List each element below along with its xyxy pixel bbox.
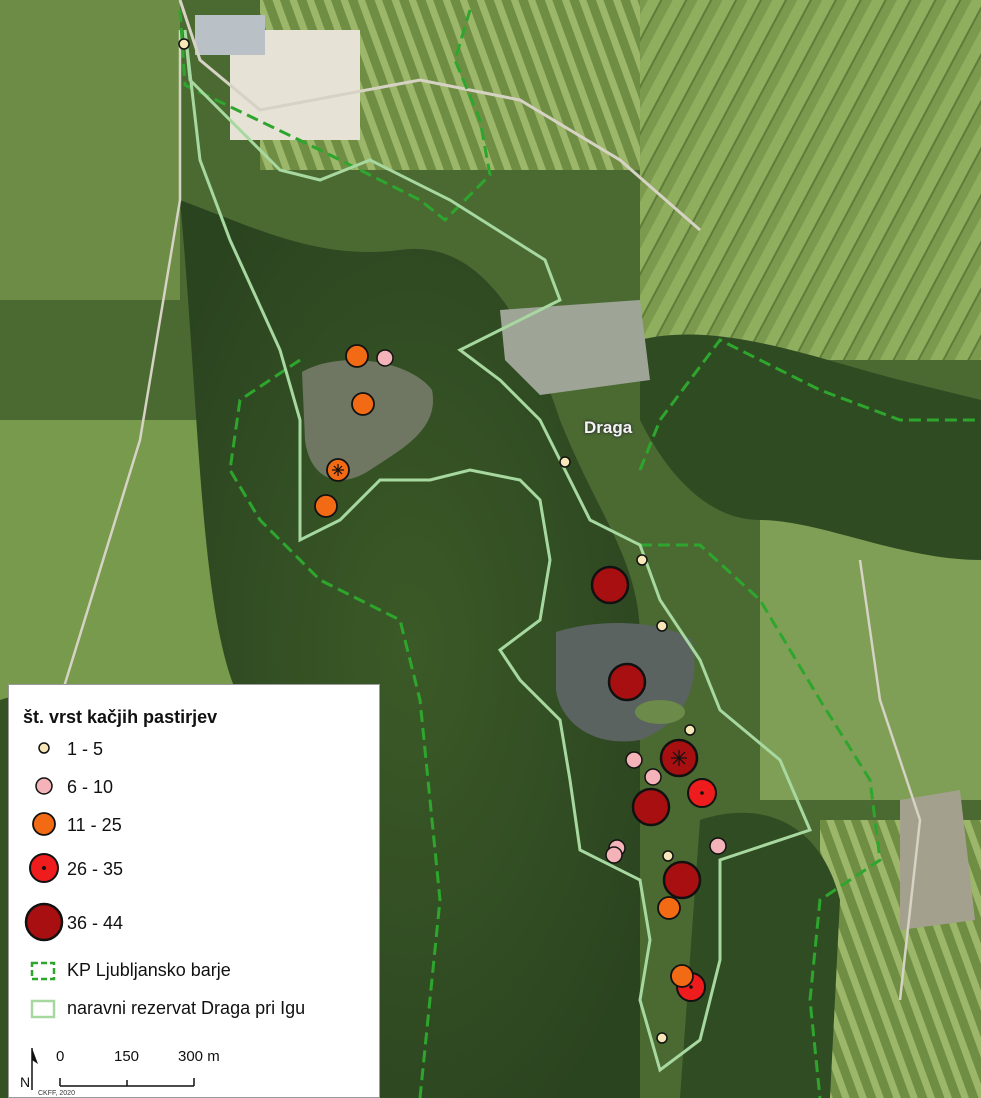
- point-1-5[interactable]: [636, 554, 648, 566]
- survey-points: [178, 38, 727, 1044]
- legend-item-class-1: 1 - 5: [9, 729, 379, 769]
- meadow-nw: [0, 0, 180, 300]
- point-11-25[interactable]: [670, 964, 694, 988]
- point-1-5[interactable]: [662, 850, 674, 862]
- pond-vegetation: [635, 700, 685, 724]
- legend-label-class-1: 1 - 5: [67, 739, 104, 759]
- north-label: N: [20, 1074, 31, 1090]
- point-1-5[interactable]: [656, 1032, 668, 1044]
- legend-label-park: KP Ljubljansko barje: [67, 960, 231, 980]
- scale-bar: N 0 150 300 m CKFF, 2020: [8, 1044, 308, 1098]
- place-label-draga: Draga: [584, 418, 633, 437]
- point-36-44[interactable]: [607, 662, 647, 702]
- center-dot-icon: [700, 791, 704, 795]
- forest-east: [640, 334, 981, 560]
- legend-symbol-class-3-icon: [32, 812, 56, 836]
- legend-item-class-4: 26 - 35: [9, 847, 379, 887]
- scale-label-150: 150: [114, 1048, 140, 1065]
- legend-item-class-5: 36 - 44: [9, 899, 379, 942]
- point-36-44[interactable]: [631, 787, 671, 827]
- reserve-boundary: [183, 29, 813, 1073]
- legend-label-class-4: 26 - 35: [67, 859, 124, 879]
- legend-symbol-class-4-icon: [29, 853, 59, 883]
- pond-north: [302, 360, 434, 480]
- point-11-25[interactable]: [345, 344, 369, 368]
- legend-label-class-2: 6 - 10: [67, 777, 114, 797]
- legend-symbol-class-2-icon: [35, 777, 53, 795]
- legend-label-class-3: 11 - 25: [67, 815, 122, 835]
- point-11-25[interactable]: [314, 494, 338, 518]
- scale-bar-graphic: [31, 1048, 195, 1090]
- legend-item-reserve: naravni rezervat Draga pri Igu: [9, 995, 379, 1035]
- point-1-5[interactable]: [178, 38, 190, 50]
- park-boundary-north: [178, 9, 492, 223]
- legend-symbol-class-1-icon: [38, 742, 50, 754]
- village-draga: [500, 300, 650, 395]
- map-credit: CKFF, 2020: [38, 1090, 75, 1097]
- point-1-5[interactable]: [656, 620, 668, 632]
- forest-south: [680, 812, 840, 1098]
- point-11-25[interactable]: [351, 392, 375, 416]
- point-6-10[interactable]: [709, 837, 727, 855]
- park-boundary-northeast: [638, 338, 981, 471]
- scale-label-0: 0: [56, 1048, 65, 1065]
- legend-label-reserve: naravni rezervat Draga pri Igu: [67, 998, 306, 1018]
- park-boundary-west: [228, 358, 442, 1098]
- point-11-25[interactable]: [657, 896, 681, 920]
- legend-item-class-3: 11 - 25: [9, 805, 379, 845]
- park-boundary-east: [640, 543, 882, 1098]
- north-arrow-icon: [31, 1048, 38, 1090]
- point-1-5[interactable]: [559, 456, 571, 468]
- point-6-10[interactable]: [605, 846, 623, 864]
- point-36-44[interactable]: [590, 565, 630, 605]
- point-6-10[interactable]: [376, 349, 394, 367]
- point-6-10[interactable]: [625, 751, 643, 769]
- road-north: [178, 0, 701, 232]
- legend-title: št. vrst kačjih pastirjev: [23, 707, 218, 727]
- legend-item-park: KP Ljubljansko barje: [9, 957, 379, 997]
- asterisk-marker-icon: [671, 750, 687, 766]
- point-36-44[interactable]: [662, 860, 702, 900]
- farm-fields-ne: [640, 0, 981, 360]
- asterisk-marker-icon: [332, 464, 344, 476]
- legend-label-class-5: 36 - 44: [67, 913, 124, 933]
- center-dot-icon: [689, 985, 693, 989]
- scale-label-300: 300 m: [178, 1048, 220, 1065]
- dashed-outline-icon: [30, 961, 56, 981]
- legend-item-class-2: 6 - 10: [9, 767, 379, 807]
- forest-central: [180, 200, 640, 1098]
- legend-symbol-class-5-icon: [24, 902, 64, 942]
- industrial-buildings: [195, 15, 265, 55]
- point-1-5[interactable]: [684, 724, 696, 736]
- point-6-10[interactable]: [644, 768, 662, 786]
- map-legend: št. vrst kačjih pastirjev 1 - 5 6 - 10 1…: [8, 684, 380, 1098]
- road-east: [858, 559, 922, 1001]
- solid-outline-icon: [30, 999, 56, 1019]
